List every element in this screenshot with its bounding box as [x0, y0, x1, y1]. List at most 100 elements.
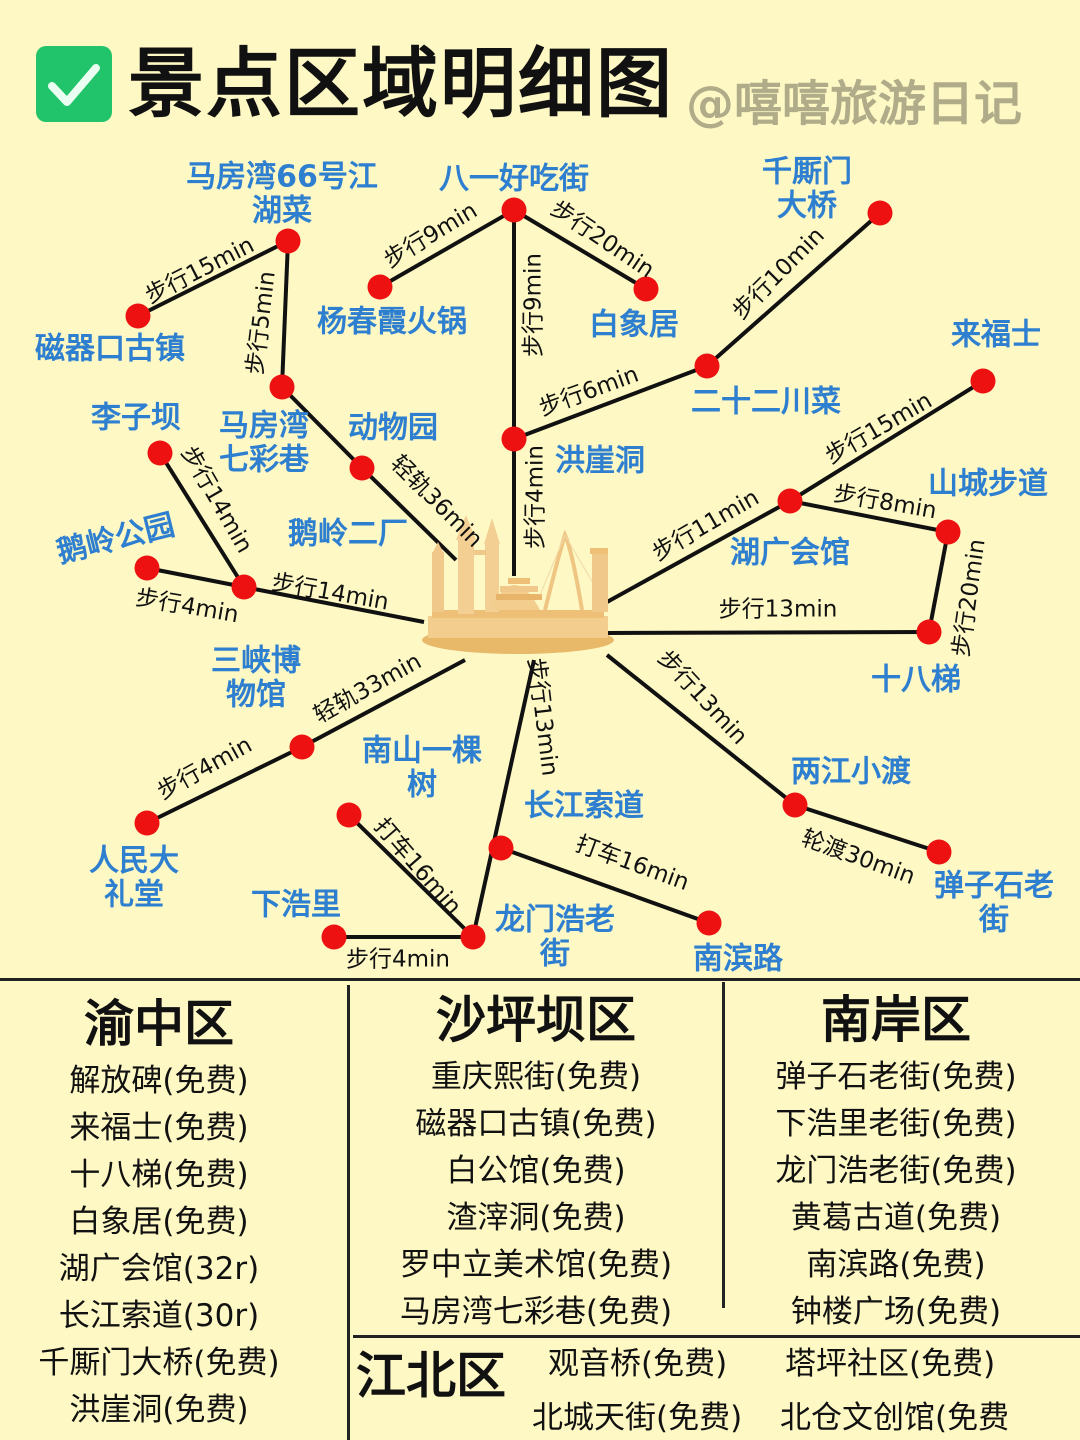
route-line — [137, 239, 289, 318]
column-divider-2 — [722, 982, 725, 1308]
attraction-item: 白象居(免费) — [69, 1204, 249, 1240]
location-marker[interactable] — [289, 734, 315, 760]
route-time-label: 步行20min — [948, 537, 990, 658]
route-line — [606, 499, 791, 604]
place-label: 七彩巷 — [219, 443, 310, 478]
route-line — [789, 499, 949, 534]
place-labels: 马房湾66号江湖菜磁器口古镇八一好吃街杨春霞火锅白象居千厮门大桥二十二川菜来福士… — [35, 155, 1054, 977]
location-marker[interactable] — [134, 555, 160, 581]
place-label: 杨春霞火锅 — [317, 305, 467, 340]
place-label: 马房湾 — [219, 409, 309, 444]
location-marker[interactable] — [321, 924, 347, 950]
route-time-label: 步行4min — [134, 585, 241, 629]
route-line — [705, 211, 882, 368]
location-marker[interactable] — [867, 200, 893, 226]
place-label: 湖菜 — [252, 194, 312, 229]
route-time-label: 步行9min — [521, 253, 547, 357]
place-label: 街 — [539, 937, 570, 972]
place-label: 洪崖洞 — [555, 444, 645, 479]
route-line — [146, 745, 303, 825]
route-time-label: 步行14min — [269, 569, 390, 615]
place-label: 千厮门 — [762, 155, 852, 190]
route-line — [146, 566, 245, 589]
attraction-item: 钟楼广场(免费) — [790, 1294, 1002, 1330]
location-marker[interactable] — [147, 440, 173, 466]
location-marker[interactable] — [349, 455, 375, 481]
location-marker[interactable] — [134, 810, 160, 836]
attraction-item: 下浩里老街(免费) — [775, 1106, 1017, 1142]
route-lines — [137, 208, 985, 939]
attraction-item: 南滨路(免费) — [806, 1247, 986, 1283]
district-title: 南岸区 — [821, 991, 971, 1049]
route-line — [606, 630, 930, 635]
district-yuzhong: 渝中区 解放碑(免费) 来福士(免费) 十八梯(免费) 白象居(免费) 湖广会馆… — [0, 992, 318, 1434]
location-marker[interactable] — [633, 276, 659, 302]
location-marker[interactable] — [125, 303, 151, 329]
location-marker[interactable] — [367, 274, 393, 300]
location-marker[interactable] — [501, 197, 527, 223]
district-shapingba: 沙坪坝区 重庆熙街(免费) 磁器口古镇(免费) 白公馆(免费) 渣滓洞(免费) … — [350, 988, 722, 1336]
location-marker[interactable] — [696, 910, 722, 936]
location-marker[interactable] — [501, 426, 527, 452]
place-label: 白象居 — [589, 308, 679, 343]
attraction-item: 白公馆(免费) — [446, 1153, 626, 1189]
location-marker[interactable] — [460, 924, 486, 950]
place-label: 弹子石老 — [934, 869, 1054, 904]
location-marker[interactable] — [694, 353, 720, 379]
column-divider-1 — [347, 985, 350, 1440]
attraction-item: 黄葛古道(免费) — [790, 1200, 1002, 1236]
route-line — [347, 813, 475, 939]
place-label: 八一好吃街 — [439, 162, 589, 197]
route-line — [360, 466, 458, 562]
place-label: 树 — [407, 768, 437, 803]
place-label: 大桥 — [777, 189, 837, 224]
district-nanan: 南岸区 弹子石老街(免费) 下浩里老街(免费) 龙门浩老街(免费) 黄葛古道(免… — [726, 988, 1066, 1336]
page-title: 景点区域明细图 — [128, 39, 674, 128]
attraction-item: 弹子石老街(免费) — [775, 1059, 1017, 1095]
attraction-item: 马房湾七彩巷(免费) — [399, 1294, 673, 1330]
place-label: 南山一棵 — [362, 734, 482, 769]
location-marker[interactable] — [782, 792, 808, 818]
route-time-label: 轮渡30min — [798, 825, 918, 890]
attraction-item: 千厮门大桥(免费) — [38, 1345, 280, 1381]
city-skyline-hub — [422, 515, 614, 654]
location-marker[interactable] — [275, 228, 301, 254]
attraction-item: 北城天街(免费) — [532, 1400, 743, 1436]
place-label: 鹅岭公园 — [53, 508, 178, 571]
location-marker[interactable] — [916, 619, 942, 645]
attraction-item: 十八梯(免费) — [69, 1157, 249, 1193]
location-marker[interactable] — [970, 368, 996, 394]
route-time-label: 步行4min — [346, 947, 450, 973]
attraction-item: 长江索道(30r) — [58, 1298, 260, 1334]
route-line — [158, 451, 246, 589]
route-time-label: 步行13min — [522, 656, 562, 777]
route-line — [794, 803, 940, 854]
place-label: 下浩里 — [251, 888, 341, 923]
place-label: 二十二川菜 — [691, 385, 841, 420]
watermark: @嘻嘻旅游日记 — [686, 76, 1023, 132]
place-label: 两江小渡 — [791, 755, 912, 790]
attraction-item: 龙门浩老街(免费) — [775, 1153, 1017, 1189]
place-label: 磁器口古镇 — [35, 332, 185, 367]
place-label: 南滨路 — [693, 942, 784, 977]
location-marker[interactable] — [777, 488, 803, 514]
route-time-label: 打车16min — [369, 813, 466, 920]
district-title: 沙坪坝区 — [436, 991, 636, 1049]
checkmark-icon — [36, 46, 112, 122]
location-marker[interactable] — [231, 574, 257, 600]
place-label: 湖广会馆 — [730, 536, 850, 571]
jiangbei-divider — [353, 1335, 1080, 1338]
place-label: 十八梯 — [871, 663, 961, 698]
location-marker[interactable] — [269, 374, 295, 400]
location-marker[interactable] — [336, 802, 362, 828]
location-marker[interactable] — [926, 839, 952, 865]
attraction-item: 罗中立美术馆(免费) — [399, 1247, 673, 1283]
place-label: 物馆 — [226, 678, 286, 713]
route-line — [243, 585, 425, 624]
location-marker[interactable] — [488, 835, 514, 861]
route-time-label: 打车16min — [572, 831, 692, 896]
attraction-item: 渣滓洞(免费) — [446, 1200, 626, 1236]
location-marker[interactable] — [935, 519, 961, 545]
route-time-label: 步行13min — [652, 645, 752, 750]
